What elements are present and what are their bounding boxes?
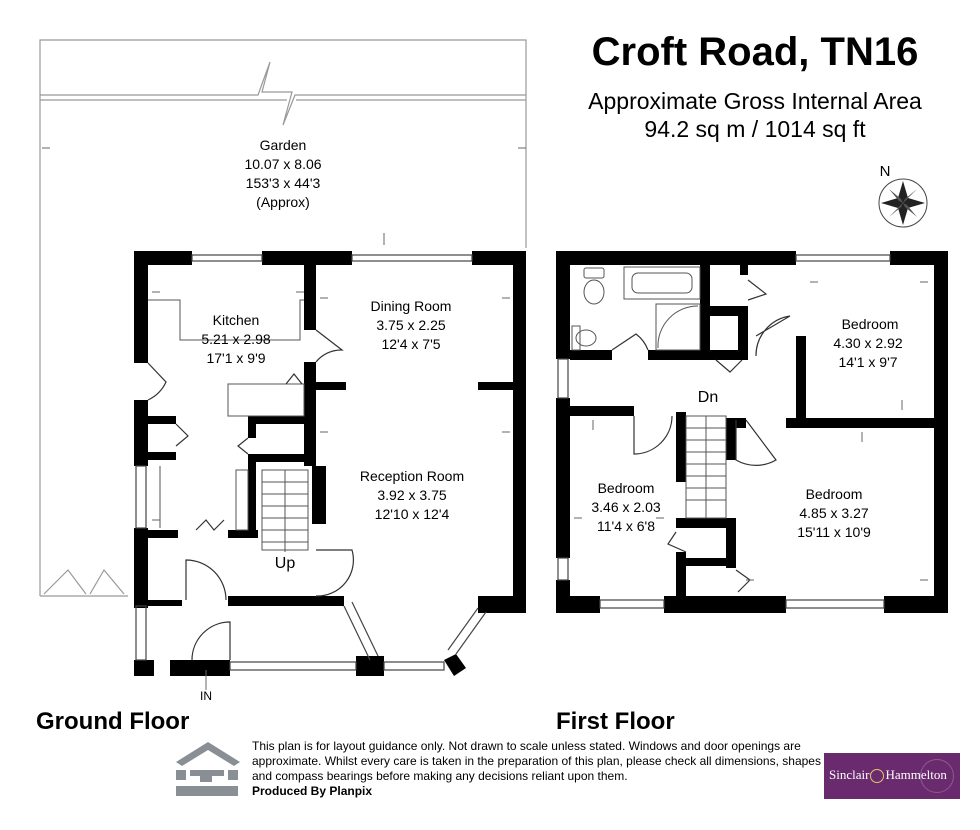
plan-title: Croft Road, TN16 [591,30,919,74]
seal-icon [920,759,954,793]
first-floor-doors [611,279,791,593]
garden-metric: 10.07 x 8.06 [244,156,321,172]
dining-room-name: Dining Room [371,298,452,314]
dining-room-metric: 3.75 x 2.25 [376,317,445,333]
ground-floor-walls [134,251,526,676]
bedroom-2-name: Bedroom [598,480,655,496]
bedroom-2-metric: 3.46 x 2.03 [591,499,660,515]
disclaimer: This plan is for layout guidance only. N… [252,739,832,799]
reception-room-imperial: 12'10 x 12'4 [375,506,450,522]
producer-credit: Produced By Planpix [252,784,373,798]
kitchen-name: Kitchen [213,312,260,328]
ground-floor-fixtures [148,299,305,531]
stairs-down-label: Dn [698,389,718,406]
first-floor-fixtures [571,266,701,351]
area-value: 94.2 sq m / 1014 sq ft [644,116,866,142]
area-caption: Approximate Gross Internal Area [588,88,922,114]
bedroom-1-name: Bedroom [842,316,899,332]
bedroom-1-imperial: 14'1 x 9'7 [838,354,897,370]
disclaimer-text: This plan is for layout guidance only. N… [252,739,821,783]
garden-note: (Approx) [256,194,310,210]
ground-floor-label: Ground Floor [36,708,190,735]
first-floor-walls [556,251,948,613]
first-floor-label: First Floor [556,708,675,735]
garden-name: Garden [260,137,307,153]
area-summary: Approximate Gross Internal Area 94.2 sq … [540,87,970,143]
first-floor-windows [557,254,891,609]
garden-outline [39,39,527,597]
house-emblem-icon [870,769,885,784]
first-floor-stairs [685,415,727,519]
stairs-up-label: Up [275,555,296,572]
bedroom-1-metric: 4.30 x 2.92 [833,335,902,351]
compass-rose-icon [878,178,928,228]
entrance-label: IN [200,689,212,703]
ground-floor-dimension-arrows [152,291,510,690]
kitchen-metric: 5.21 x 2.98 [201,331,270,347]
ground-floor-doors [147,329,355,661]
compass-north-label: N [880,163,891,180]
reception-room-metric: 3.92 x 3.75 [377,487,446,503]
agent-name-left: Sinclair [829,767,870,782]
planpix-logo-icon [176,742,240,796]
bedroom-3-name: Bedroom [806,486,863,502]
bedroom-3-imperial: 15'11 x 10'9 [797,524,871,540]
garden-dimension-arrows [42,147,526,245]
reception-room-name: Reception Room [360,468,464,484]
ground-floor-windows [135,254,487,671]
ground-floor-stairs [261,469,309,552]
first-floor-dimension-arrows [574,281,928,581]
bedroom-3-metric: 4.85 x 3.27 [799,505,868,521]
bedroom-2-imperial: 11'4 x 6'8 [597,518,655,534]
kitchen-imperial: 17'1 x 9'9 [206,350,265,366]
dining-room-imperial: 12'4 x 7'5 [381,336,440,352]
garden-imperial: 153'3 x 44'3 [246,175,321,191]
